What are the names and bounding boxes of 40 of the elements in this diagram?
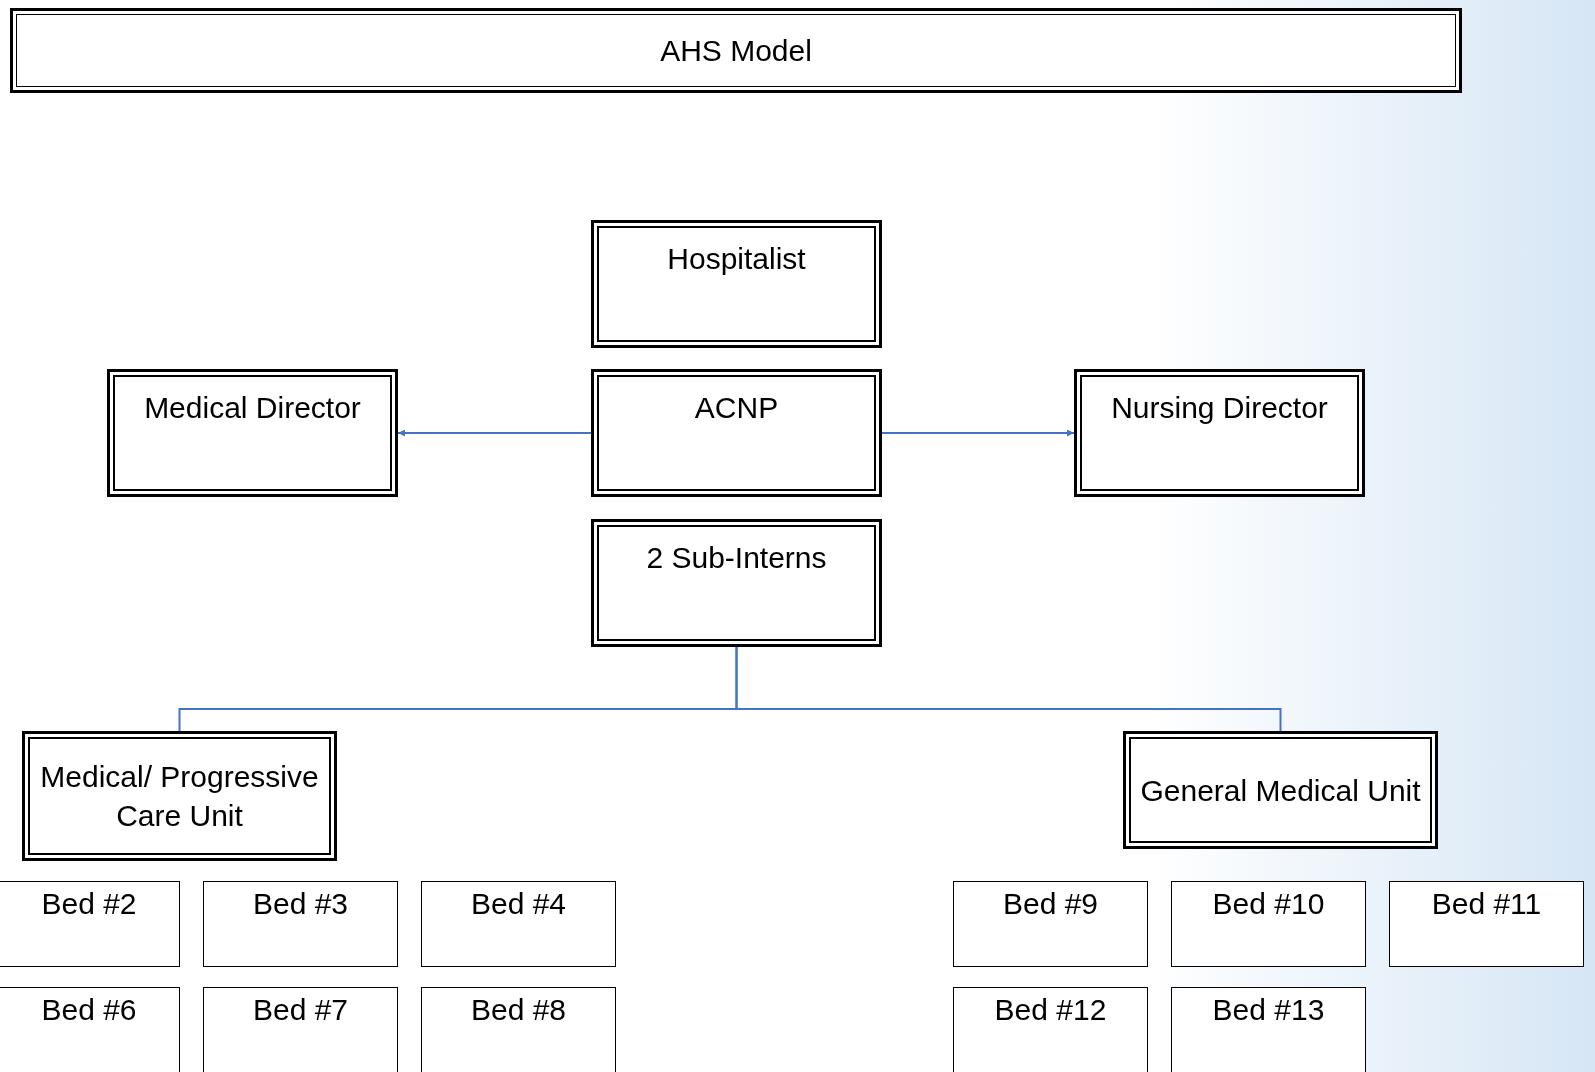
box-label: Bed #11	[1431, 886, 1542, 922]
box-label: Bed #7	[252, 992, 349, 1028]
bed-box	[1171, 987, 1366, 1072]
box-label: Bed #8	[470, 992, 567, 1028]
box-label: Medical Director	[144, 390, 361, 426]
bed-box	[203, 881, 398, 967]
arrow	[881, 429, 1075, 437]
role-box	[591, 220, 882, 348]
bed-box	[0, 881, 180, 967]
box-label: 2 Sub-Interns	[646, 540, 827, 576]
bed-box	[953, 987, 1148, 1072]
bed-box	[953, 881, 1148, 967]
role-box	[591, 369, 882, 497]
box-label: Bed #9	[1002, 886, 1099, 922]
box-label: Bed #4	[470, 886, 567, 922]
bed-box	[203, 987, 398, 1072]
role-box	[1123, 731, 1438, 849]
bed-box	[421, 881, 616, 967]
box-label: Nursing Director	[1111, 390, 1328, 426]
role-box	[107, 369, 398, 497]
box-label: General Medical Unit	[1140, 772, 1421, 809]
arrow	[397, 429, 592, 437]
bed-box	[1389, 881, 1584, 967]
box-label: Bed #12	[994, 992, 1107, 1028]
box-label: ACNP	[694, 390, 779, 426]
box-label: Hospitalist	[667, 241, 806, 277]
bed-box	[1171, 881, 1366, 967]
box-label: Bed #2	[41, 886, 137, 922]
role-box	[22, 731, 337, 861]
bed-box	[0, 987, 180, 1072]
box-label: Bed #6	[41, 992, 137, 1028]
box-label: Bed #13	[1212, 992, 1325, 1028]
box-label: Bed #10	[1212, 886, 1325, 922]
role-box	[1074, 369, 1365, 497]
connector-line	[735, 646, 1282, 732]
role-box	[591, 519, 882, 647]
bed-box	[421, 987, 616, 1072]
box-label: Bed #3	[252, 886, 349, 922]
title-banner: AHS Model	[10, 8, 1462, 93]
box-label: Medical/ Progressive Care Unit	[39, 759, 320, 834]
